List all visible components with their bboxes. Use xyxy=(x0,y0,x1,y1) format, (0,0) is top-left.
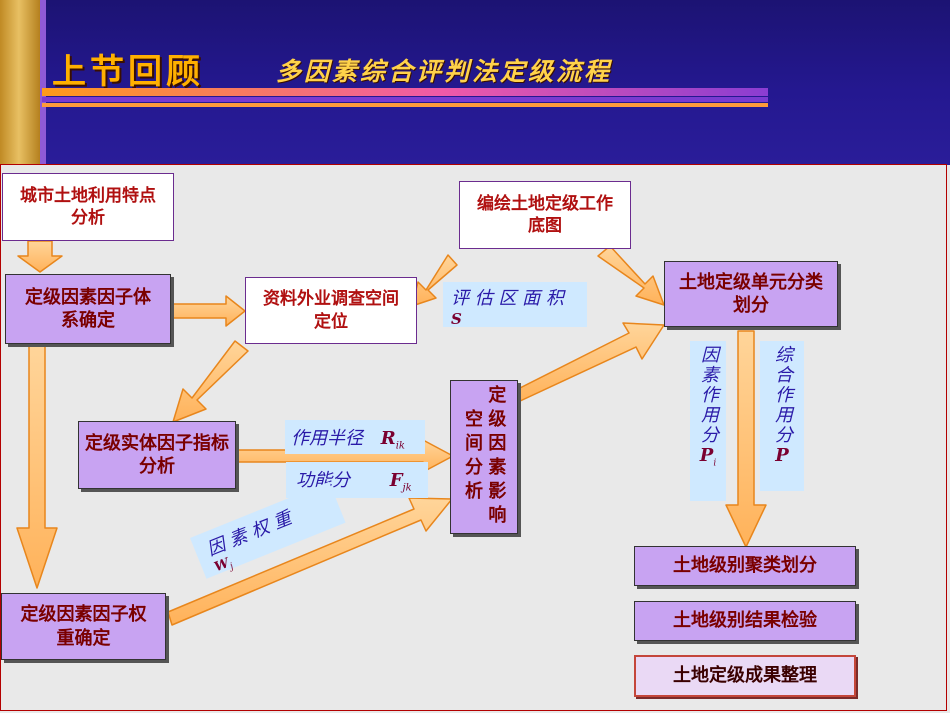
result-arrange-text: 土地定级成果整理 xyxy=(673,664,817,687)
node-unit-division: 土地定级单元分类划分 xyxy=(664,261,838,327)
label-evaluate-area-text: 评 估 区 面 积 xyxy=(451,284,579,310)
label-radius-sub: ik xyxy=(396,441,405,452)
node-entity-analysis: 定级实体因子指标分析 xyxy=(78,421,236,489)
node-grade-check: 土地级别结果检验 xyxy=(634,601,856,641)
label-composite-score-text: 综合作用分 xyxy=(769,345,795,445)
arrow-basemap-to-unit xyxy=(598,246,664,305)
node-influence-space: 定级因素影响空间分析 xyxy=(450,380,518,534)
node-factor-system: 定级因素因子体系确定 xyxy=(5,274,171,344)
node-urban-analysis: 城市土地利用特点分析 xyxy=(2,173,174,241)
arrow-influence-to-unit xyxy=(512,323,664,402)
label-radius: 作用半径 Rik xyxy=(285,420,425,454)
label-composite-score: 综合作用分 P xyxy=(760,341,804,491)
arrow-urban-to-factor xyxy=(18,241,62,272)
label-factor-score-text: 因素作用分 xyxy=(695,345,721,445)
label-function-score-sub: jk xyxy=(403,483,412,494)
label-factor-weight-sub: j xyxy=(229,562,235,572)
arrow-factor-to-weight xyxy=(17,346,57,588)
label-factor-score-sub: i xyxy=(713,459,716,469)
node-result-arrange: 土地定级成果整理 xyxy=(634,655,856,697)
node-base-map: 编绘土地定级工作底图 xyxy=(459,181,631,249)
label-factor-score: 因素作用分 Pi xyxy=(690,341,726,501)
label-composite-score-symbol: P xyxy=(766,445,798,466)
label-factor-score-symbol: P xyxy=(700,445,714,466)
node-weight-determine: 定级因素因子权重确定 xyxy=(1,593,166,660)
label-evaluate-area-symbol: S xyxy=(451,310,579,328)
node-grade-cluster: 土地级别聚类划分 xyxy=(634,546,856,586)
label-evaluate-area: 评 估 区 面 积 S xyxy=(443,282,587,327)
label-radius-symbol: R xyxy=(381,428,396,449)
label-function-score-symbol: F xyxy=(390,470,403,491)
label-radius-text: 作用半径 xyxy=(291,428,363,449)
node-data-survey: 资料外业调查空间定位 xyxy=(245,277,417,344)
arrow-survey-to-entity xyxy=(173,341,248,422)
arrow-factor-to-survey xyxy=(173,296,245,326)
